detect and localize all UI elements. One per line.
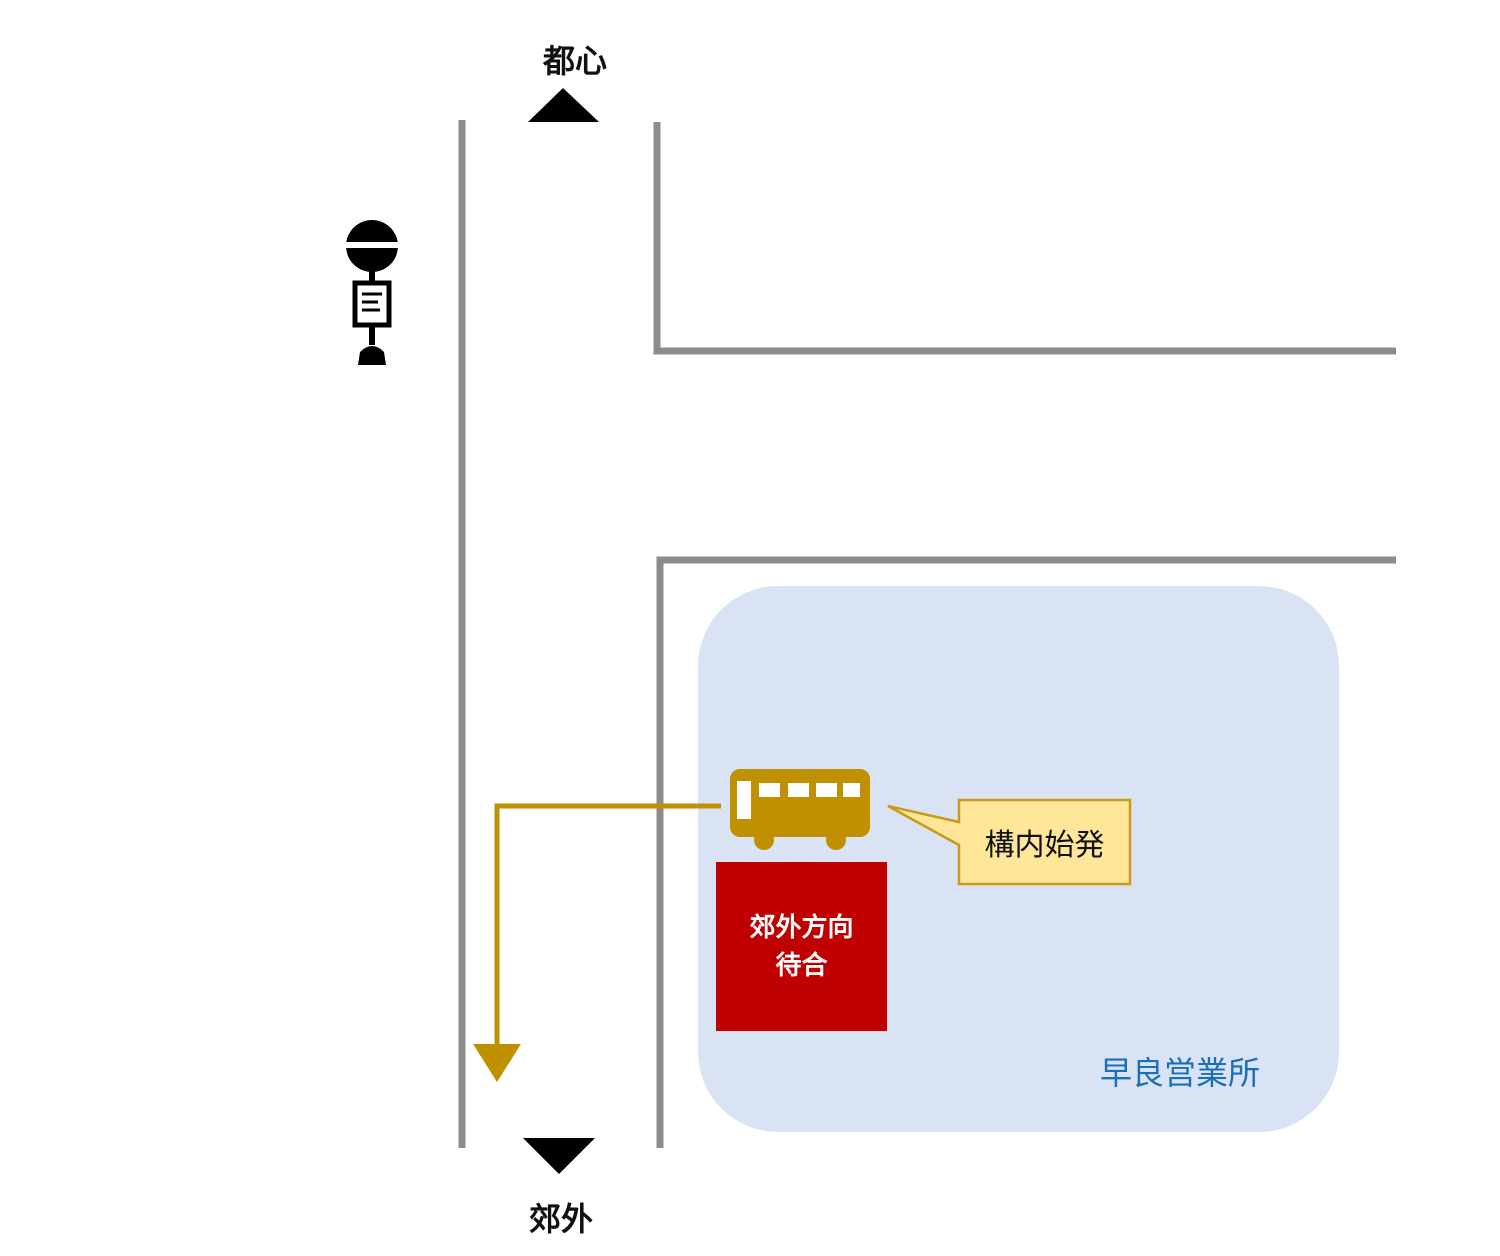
triangle-up-icon	[528, 88, 599, 122]
direction-label-south: 郊外	[528, 1200, 593, 1238]
road-edges	[458, 120, 1396, 1148]
road-edge-upper-right	[653, 122, 1396, 355]
bus-icon	[730, 769, 870, 850]
waiting-area: 郊外方向 待合	[716, 862, 887, 1031]
waiting-area-line2: 待合	[775, 950, 828, 981]
callout-bubble	[887, 798, 1132, 886]
depot-name: 早良営業所	[1099, 1054, 1260, 1092]
direction-label-north: 都心	[542, 42, 607, 80]
bus-stop-pole-icon	[344, 220, 400, 365]
triangle-down-icon	[523, 1138, 595, 1174]
road-edge-lower-right	[656, 556, 1396, 1148]
bus-route-arrow	[473, 803, 721, 1082]
callout-text: 構内始発	[984, 828, 1105, 863]
waiting-area-line1: 郊外方向	[749, 912, 854, 943]
